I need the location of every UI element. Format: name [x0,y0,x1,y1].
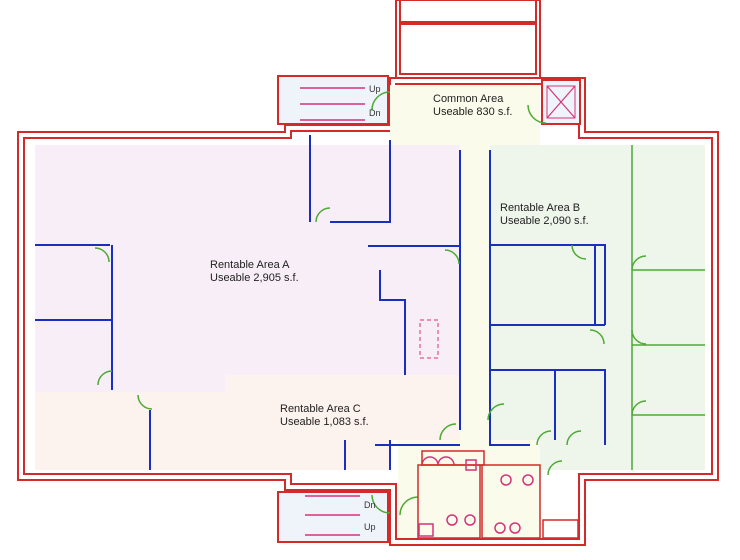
area-c-label: Rentable Area C Useable 1,083 s.f. [280,403,369,429]
dashed-fixture [419,319,439,359]
area-b-label: Rentable Area B Useable 2,090 s.f. [500,202,589,228]
area-c-name: Rentable Area C [280,403,361,415]
area-a-useable: Useable 2,905 s.f. [210,272,299,284]
area-b-fill [490,145,705,470]
restroom-fixtures [417,450,579,539]
common-area-label: Common Area Useable 830 s.f. [433,93,513,119]
common-area-name: Common Area [433,93,504,105]
partition-walls [631,145,705,470]
stair-bottom-dn: Dn [364,500,376,510]
stair-bottom-up: Up [364,522,376,532]
area-c-fill [35,375,460,470]
common-area-useable: Useable 830 s.f. [433,106,513,118]
interior-walls [35,135,606,470]
elevator [541,79,581,125]
stair-top [277,75,389,125]
area-b-useable: Useable 2,090 s.f. [500,215,589,227]
area-a-label: Rentable Area A Useable 2,905 s.f. [210,259,299,285]
stair-top-dn: Dn [369,108,381,118]
area-a-name: Rentable Area A [210,259,290,271]
top-structure [395,0,541,79]
area-a-fill [35,145,460,392]
area-b-name: Rentable Area B [500,202,581,214]
doors [94,91,647,516]
stair-top-up: Up [369,84,381,94]
stair-bottom [277,491,389,543]
common-area-fill [390,85,540,538]
area-c-useable: Useable 1,083 s.f. [280,416,369,428]
